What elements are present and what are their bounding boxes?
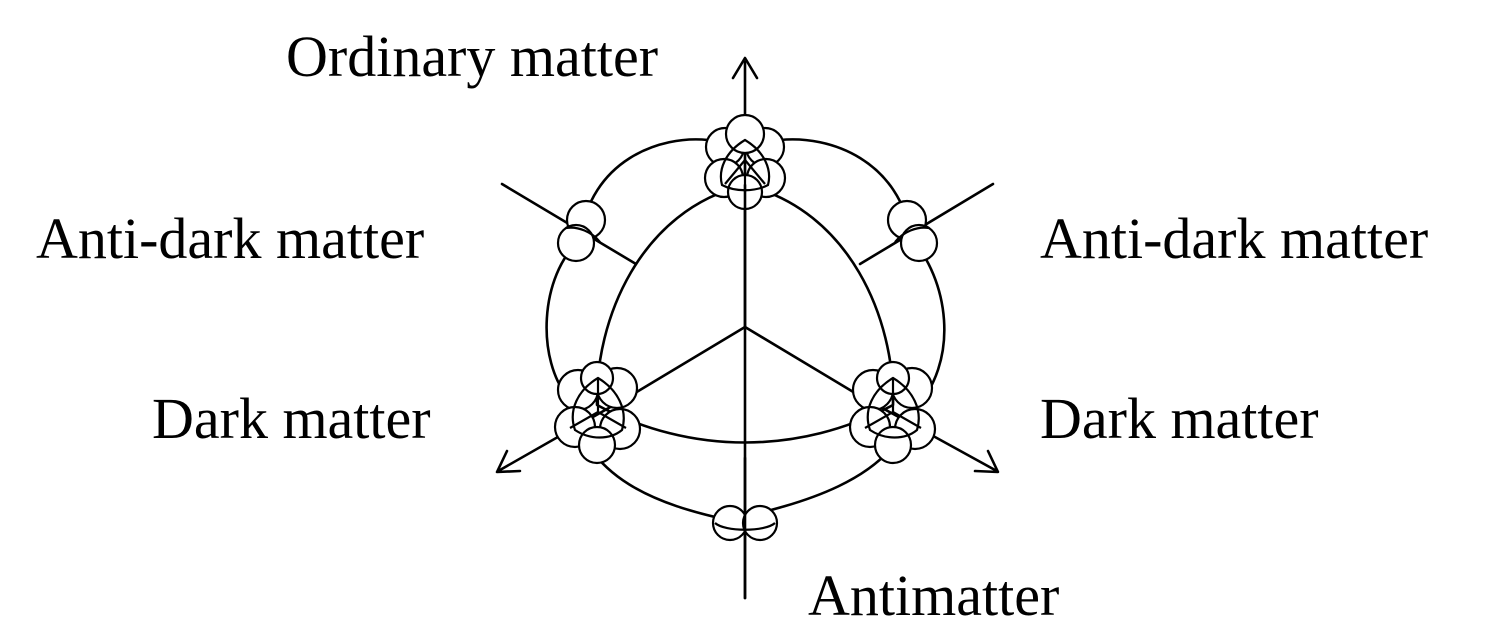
lower-left-node-icon bbox=[553, 360, 642, 465]
label-ordinary-matter: Ordinary matter bbox=[286, 24, 658, 89]
inner-triangle bbox=[595, 183, 895, 444]
label-dark-matter-left: Dark matter bbox=[152, 386, 431, 451]
label-antimatter: Antimatter bbox=[808, 563, 1059, 628]
lower-right-node-icon bbox=[848, 360, 937, 465]
spoke-lower-left bbox=[633, 325, 747, 395]
lower-right-arrowhead-icon bbox=[973, 449, 1000, 474]
spoke-lower-right bbox=[743, 325, 857, 395]
label-dark-matter-right: Dark matter bbox=[1040, 386, 1319, 451]
label-anti-dark-matter-left: Anti-dark matter bbox=[36, 206, 424, 271]
lower-left-arrowhead-icon bbox=[495, 449, 522, 474]
bottom-small-node-icon bbox=[711, 504, 779, 542]
top-arrowhead-icon bbox=[731, 56, 759, 80]
top-node-icon bbox=[703, 113, 787, 211]
upper-left-small-node-icon bbox=[556, 199, 607, 263]
upper-right-small-node-icon bbox=[886, 199, 939, 263]
label-anti-dark-matter-right: Anti-dark matter bbox=[1040, 206, 1428, 271]
